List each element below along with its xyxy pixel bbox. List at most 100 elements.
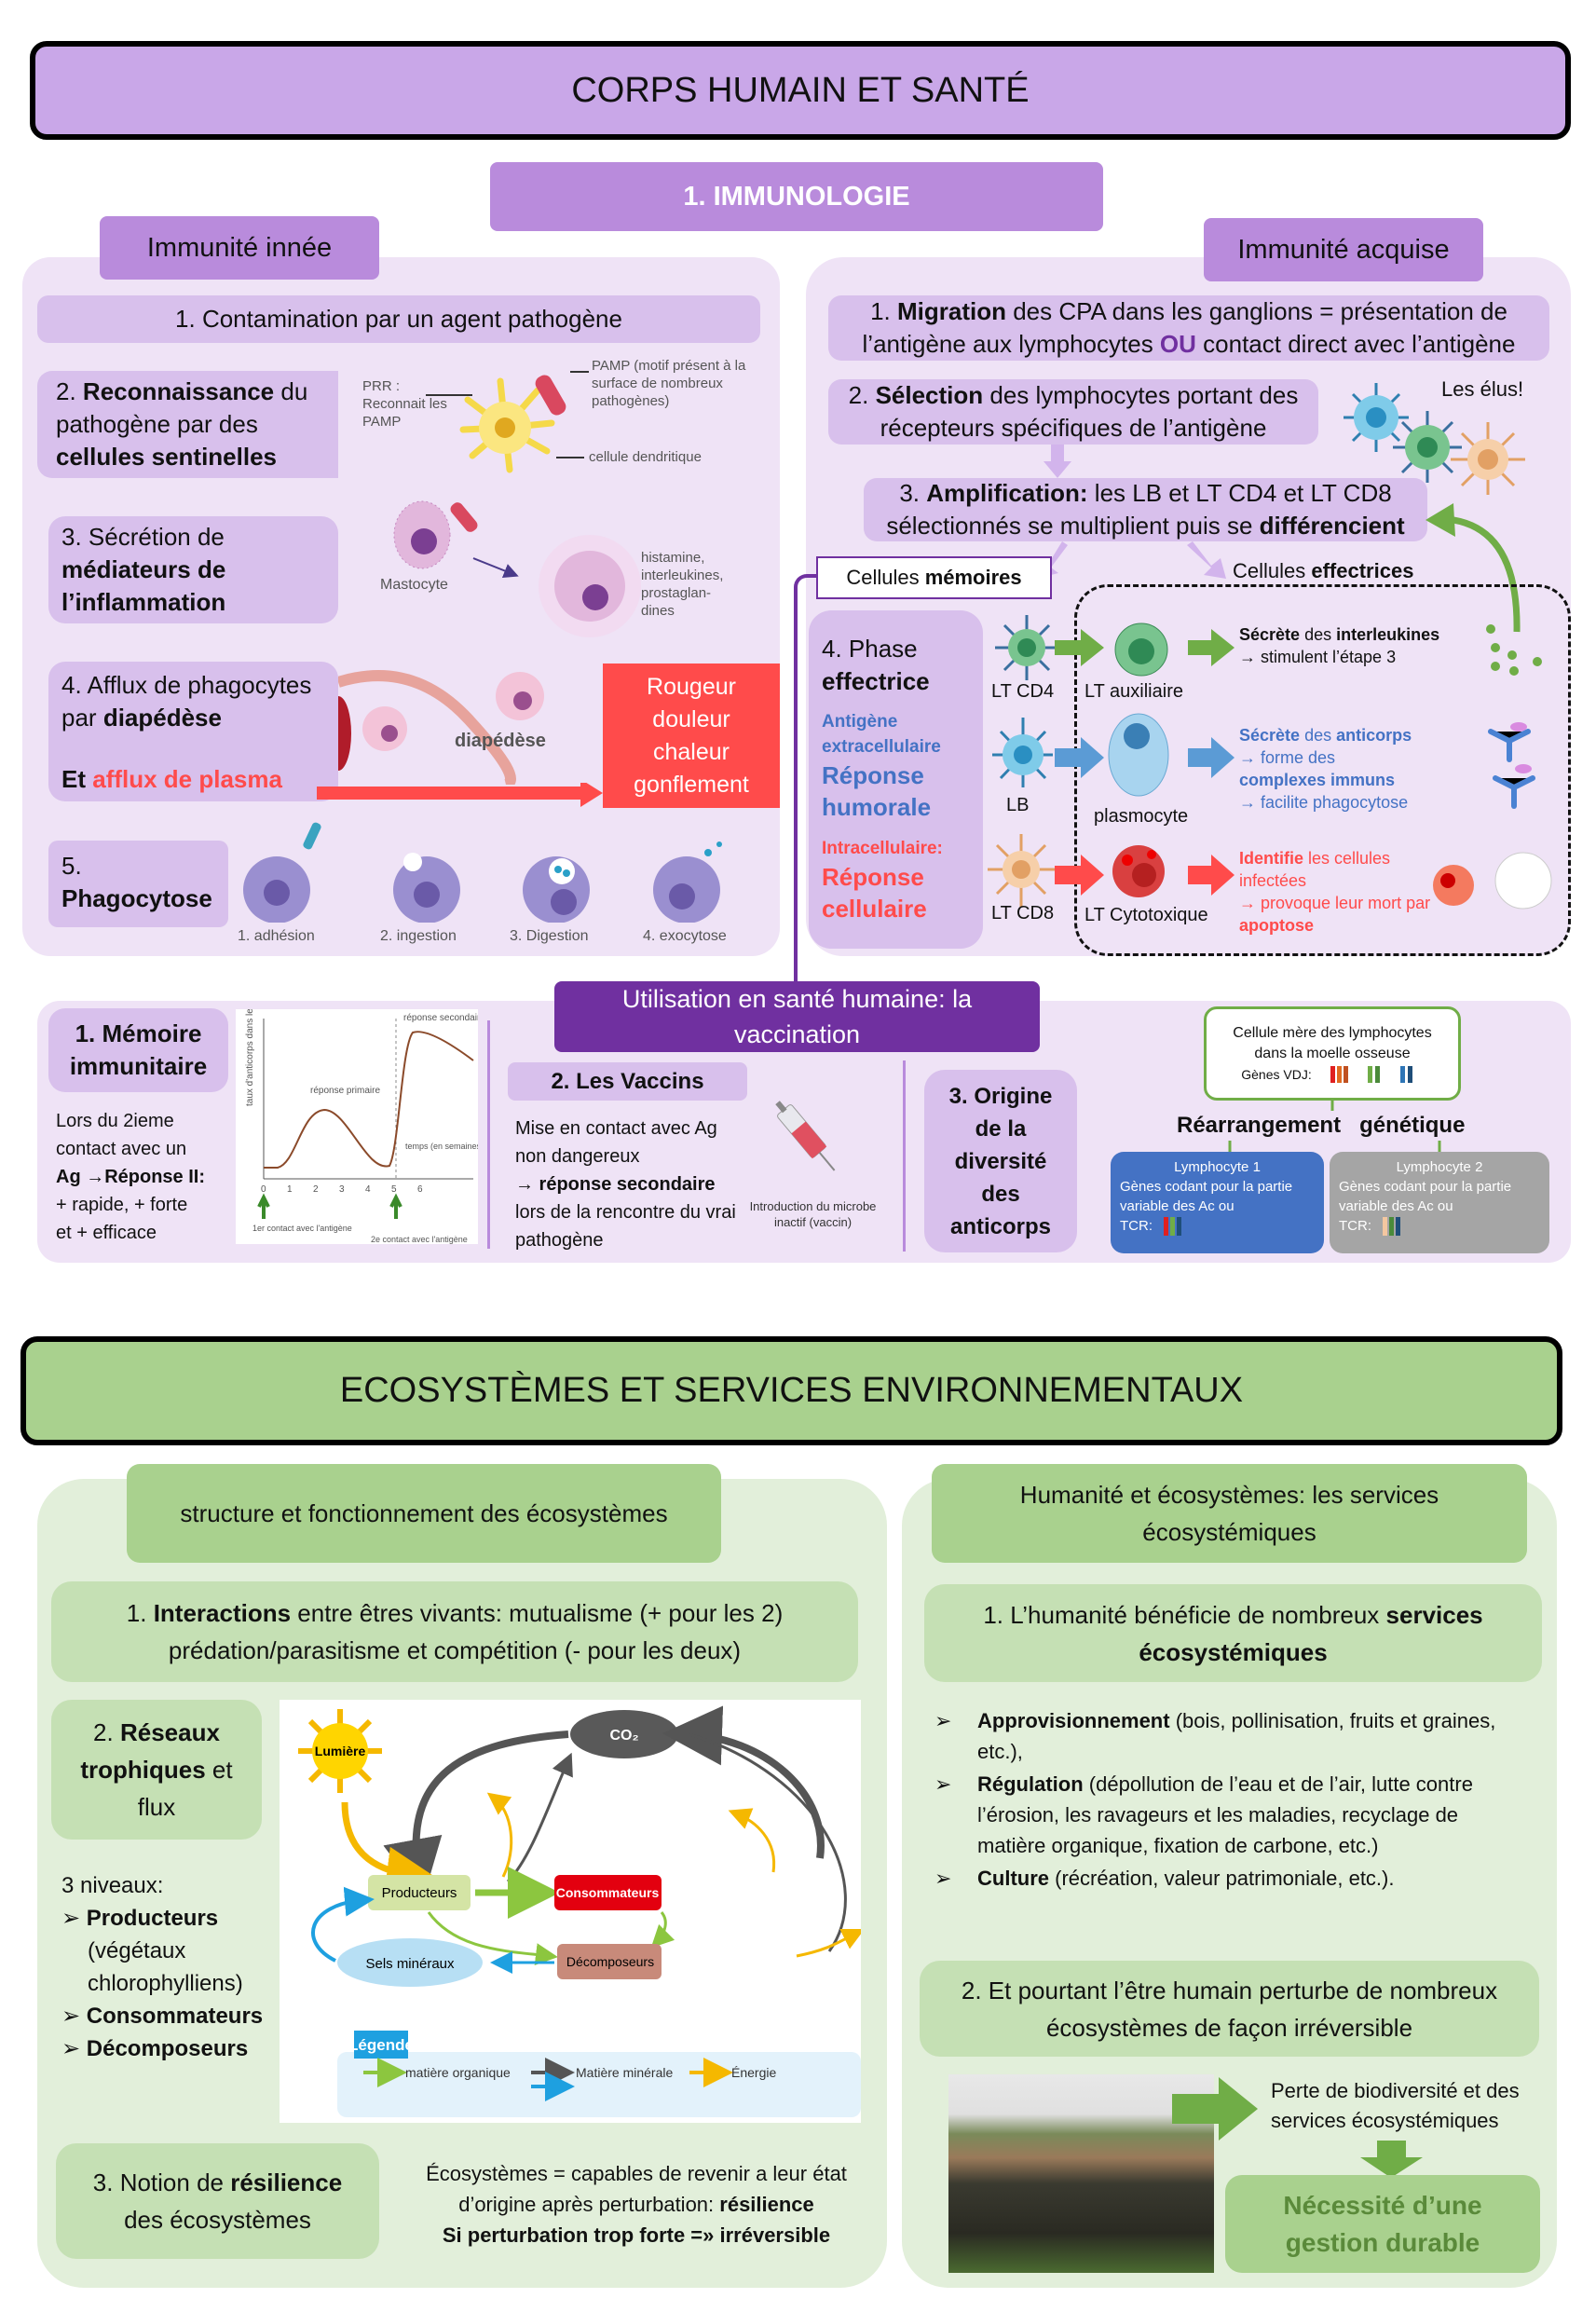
mastocyte-icon — [393, 500, 641, 637]
lt-cd8-label: LT CD8 — [991, 903, 1055, 923]
biodiversity-loss-text: Perte de biodiversité et des services éc… — [1271, 2079, 1520, 2132]
memory-to-vaccination-line — [794, 574, 818, 986]
lt-auxiliaire-label: LT auxiliaire — [1084, 681, 1183, 702]
perturbation-box: 2. Et pourtant l’être humain perturbe de… — [920, 1961, 1539, 2057]
arrow-2-to-3 — [1044, 445, 1071, 478]
dendritic-cell-figure: PRR : Reconnait les PAMP PAMP (motif pré… — [361, 353, 771, 474]
eco-title-bar: ECOSYSTÈMES ET SERVICES ENVIRONNEMENTAUX — [20, 1336, 1562, 1445]
service-item: ➢Culture (récréation, valeur patrimonial… — [934, 1863, 1531, 1894]
tick-1: 1 — [287, 1184, 293, 1195]
rearrangement-label: Réarrangement génétique — [1177, 1111, 1466, 1141]
tick-3: 3 — [339, 1184, 345, 1195]
phago-step-1: 1. adhésion — [238, 928, 315, 944]
lumiere-label: Lumière — [315, 1744, 366, 1758]
legend-mineral: Matière minérale — [576, 2065, 673, 2080]
divider-1 — [487, 1020, 490, 1249]
graph-ylabel: taux d'anticorps dans le sang — [245, 1009, 255, 1106]
vaccination-title: Utilisation en santé humaine: la vaccina… — [554, 981, 1040, 1052]
mastocyte-figure: Mastocyte histamine, interleukines, pros… — [375, 493, 767, 642]
selected-lymphocytes-figure: Les élus! — [1339, 376, 1562, 497]
services-box: 1. L’humanité bénéficie de nombreux serv… — [924, 1584, 1542, 1682]
origin-box: 3. Origine de la diversité des anticorps — [924, 1070, 1077, 1252]
service-item: ➢Approvisionnement (bois, pollinisation,… — [934, 1705, 1531, 1767]
vaccine-caption: Introduction du microbe inactif (vaccin) — [749, 1199, 877, 1229]
prr-label: PRR : Reconnait les PAMP — [362, 378, 447, 430]
arrow-bullet-icon: ➢ — [934, 1709, 952, 1732]
contact-1-label: 1er contact avec l'antigène — [252, 1224, 352, 1233]
immunology-heading: 1. IMMUNOLOGIE — [490, 162, 1103, 231]
legend-title: Légende — [348, 2036, 414, 2054]
arrow-bullet-icon: ➢ — [61, 2036, 87, 2061]
pamp-label: PAMP (motif présent à la surface de nomb… — [592, 358, 746, 409]
arrow-bullet-icon: ➢ — [61, 2004, 87, 2029]
tick-6: 6 — [417, 1184, 423, 1195]
innate-step-3: 3. Sécrétion de médiateurs de l’inflamma… — [48, 516, 338, 623]
co2-label: CO₂ — [609, 1728, 638, 1744]
graph-xlabel: temps (en semaines) — [405, 1142, 478, 1151]
graph-secondary-label: réponse secondaire — [403, 1013, 478, 1023]
eco-right-header: Humanité et écosystèmes: les services éc… — [932, 1464, 1527, 1563]
lb-differentiation-icons — [992, 713, 1535, 809]
eco-left-header: structure et fonctionnement des écosystè… — [127, 1464, 721, 1563]
innate-step-5: 5.Phagocytose — [48, 841, 228, 927]
consommateurs-node: Consommateurs — [556, 1885, 660, 1900]
phago-step-3: 3. Digestion — [510, 928, 589, 944]
sustainable-management-box: Nécessité d’une gestion durable — [1225, 2175, 1540, 2273]
feedback-arrow — [1416, 494, 1528, 634]
decomposeurs-node: Décomposeurs — [566, 1954, 654, 1969]
plasmocyte-label: plasmocyte — [1094, 806, 1189, 827]
trophic-network-diagram: Lumière CO₂ Producteurs Consommateurs Dé… — [280, 1700, 866, 2123]
arrow-bullet-icon: ➢ — [934, 1772, 952, 1796]
resilience-box: 3. Notion de résilience des écosystèmes — [56, 2143, 379, 2259]
syringe-icon — [765, 1096, 853, 1184]
effector-dashed-box — [1074, 584, 1571, 956]
service-item: ➢Régulation (dépollution de l’eau et de … — [934, 1769, 1531, 1861]
blood-vessel-icon — [325, 670, 544, 790]
plasma-arrow — [317, 779, 603, 807]
memory-box: 1. Mémoire immunitaire — [48, 1008, 228, 1092]
divider-2 — [903, 1060, 906, 1252]
services-list: ➢Approvisionnement (bois, pollinisation,… — [934, 1705, 1531, 1894]
tcr-genes-icon — [1383, 1216, 1400, 1236]
cd4-differentiation-icons — [995, 615, 1542, 680]
sun-icon — [298, 1709, 382, 1793]
mediators-label: histamine, interleukines, prostaglan-din… — [641, 550, 724, 619]
cd8-differentiation-icons — [988, 834, 1552, 910]
dendritic-cell-icon — [426, 371, 589, 473]
contact-2-label: 2e contact avec l'antigène — [371, 1235, 468, 1244]
phagocyte-icons — [243, 822, 722, 923]
elus-label: Les élus! — [1441, 377, 1524, 401]
levels-list: 3 niveaux: ➢ Producteurs (végétaux chlor… — [61, 1873, 264, 2061]
diapedesis-figure: diapédèse — [325, 664, 599, 794]
mastocyte-label: Mastocyte — [380, 577, 448, 593]
split-arrows — [1034, 541, 1248, 579]
innate-step-2: 2. Reconnaissance du pathogène par des c… — [37, 371, 338, 478]
effector-cells-label: Cellules effectrices — [1233, 559, 1414, 582]
vdj-genes-icon — [1330, 1065, 1412, 1083]
arrow-bullet-icon: ➢ — [61, 1906, 87, 1931]
graph-primary-label: réponse primaire — [310, 1086, 380, 1096]
phago-step-4: 4. exocytose — [643, 928, 727, 944]
antibody-curve: taux d'anticorps dans le sang réponse pr… — [245, 986, 485, 1244]
acquired-step-3: 3. Amplification: les LB et LT CD4 et LT… — [864, 478, 1427, 541]
effector-row-lb: LB plasmocyte Sécrète des anticorps→ for… — [988, 713, 1565, 834]
acquired-tab: Immunité acquise — [1204, 218, 1483, 281]
phago-step-2: 2. ingestion — [380, 928, 457, 944]
antibody-response-graph: taux d'anticorps dans le sang réponse pr… — [236, 986, 485, 1244]
reseaux-box: 2. Réseaux trophiques et flux — [51, 1700, 262, 1840]
lt-cytotoxique-label: LT Cytotoxique — [1084, 905, 1208, 925]
effector-row-cd4: LT CD4 LT auxiliaire Sécrète des interle… — [988, 610, 1565, 713]
innate-step-4: 4. Afflux de phagocytes par diapédèse Et… — [48, 662, 338, 801]
innate-tab: Immunité innée — [100, 216, 379, 280]
main-title-bar: CORPS HUMAIN ET SANTÉ — [30, 41, 1571, 140]
lymphocyte-icons — [1344, 383, 1525, 495]
legend-organic: matière organique — [405, 2065, 511, 2080]
cd8-effect: Identifie les cellules infectées→ provoq… — [1239, 849, 1431, 935]
tick-5: 5 — [391, 1184, 397, 1195]
arrow-down-icon — [1360, 2141, 1423, 2178]
